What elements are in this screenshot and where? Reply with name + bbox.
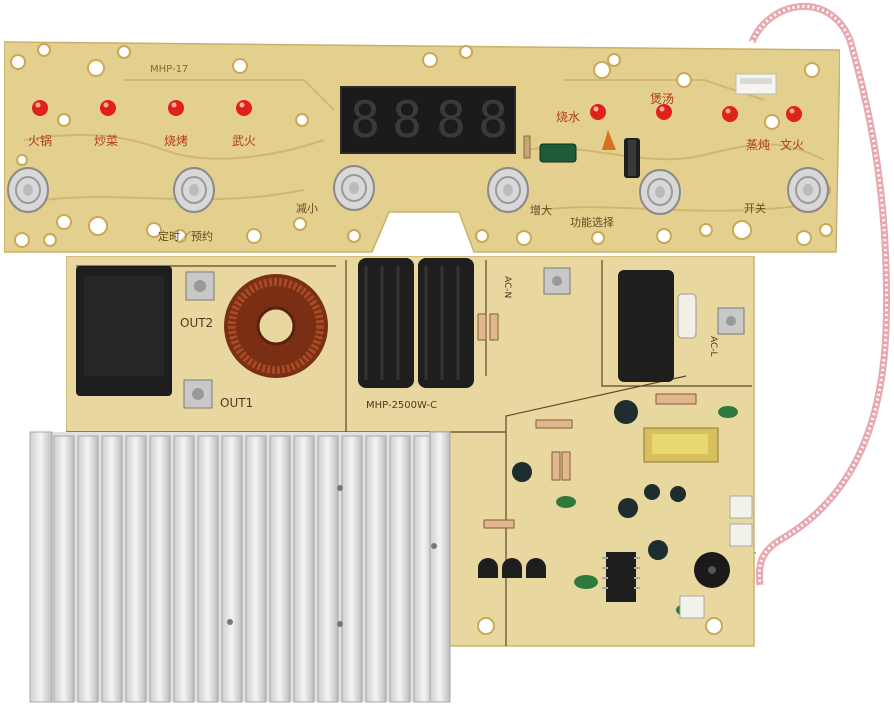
button-label-decrease: 减小 — [296, 202, 318, 215]
power-board-model: MHP-2500W-C — [366, 400, 438, 411]
button-label-timer: 定时／预约 — [158, 230, 213, 243]
led-label-high-heat: 武火 — [232, 134, 257, 148]
button-label-power: 开关 — [744, 202, 766, 215]
button-label-increase: 增大 — [530, 204, 552, 217]
display-digit: 8 — [435, 91, 467, 149]
led-label-boil-water: 烧水 — [556, 110, 581, 124]
button-label-function-select: 功能选择 — [570, 216, 614, 229]
out1-label: OUT1 — [220, 396, 254, 410]
led-label-grill: 烧烤 — [164, 134, 189, 148]
seven-segment-display: 8 8 8 8 — [340, 86, 516, 154]
led-label-hotpot: 火锅 — [28, 134, 53, 148]
ac-n-label: AC-N — [502, 276, 512, 299]
led-label-stirfry: 炒菜 — [94, 134, 119, 148]
power-board: OUT2 OUT1 MHP-2500W-C AC-N AC-L — [66, 256, 756, 648]
display-digit: 8 — [477, 91, 509, 149]
ac-l-label: AC-L — [708, 336, 718, 357]
display-digit: 8 — [349, 91, 381, 149]
led-label-low-heat: 文火 — [780, 138, 805, 152]
power-board-pcb — [66, 256, 756, 647]
control-board-model: MHP-17 — [150, 64, 189, 75]
led-label-steam: 蒸炖 — [746, 138, 771, 152]
display-digit: 8 — [391, 91, 423, 149]
out2-label: OUT2 — [180, 316, 214, 330]
control-board: MHP-17 火锅 炒菜 烧烤 武火 烧水 煲汤 蒸炖 文火 8 8 8 8 定… — [4, 40, 840, 254]
led-label-soup: 煲汤 — [650, 92, 675, 106]
